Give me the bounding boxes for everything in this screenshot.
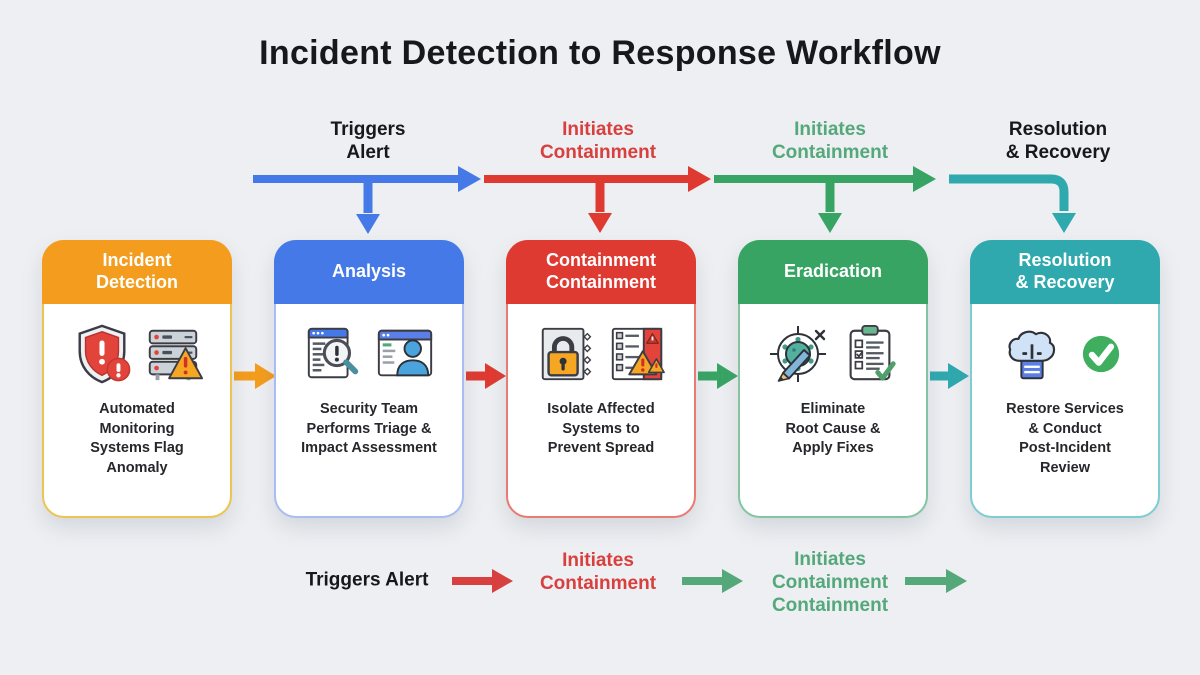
- bottom-flow-label-initiates-containment-red: Initiates Containment: [539, 549, 657, 594]
- stage-icons: [276, 320, 462, 388]
- arrow-initiates-containment-green: [714, 166, 936, 233]
- bottom-flow-label-initiates-containment-green: Initiates Containment Containment: [771, 549, 889, 617]
- stage-card-resolution-recovery: Resolution & Recovery Restore Services &…: [970, 240, 1160, 518]
- stage-icons: [972, 320, 1158, 388]
- page-title: Incident Detection to Response Workflow: [259, 34, 941, 72]
- arrow-bottom-containment-1: [682, 569, 743, 593]
- stage-description: Automated Monitoring Systems Flag Anomal…: [90, 401, 184, 476]
- stage-title: Incident Detection: [42, 240, 232, 304]
- stage-card-incident-detection: Incident Detection: [42, 240, 232, 518]
- check-circle-icon: [1082, 335, 1119, 373]
- arrow-stage-3-4: [698, 363, 738, 389]
- stage-icons: [508, 320, 694, 388]
- top-flow-label-initiates-containment-red: Initiates Containment: [539, 118, 657, 163]
- stage-description: Security Team Performs Triage & Impact A…: [301, 401, 437, 457]
- stage-title: Eradication: [738, 240, 928, 304]
- arrow-stage-2-3: [466, 363, 506, 389]
- alert-list-icon: [611, 327, 665, 381]
- top-flow-label-resolution-recovery: Resolution & Recovery: [1005, 118, 1111, 163]
- stage-icons: [740, 320, 926, 388]
- log-search-icon: [307, 327, 358, 379]
- checklist-icon: [849, 324, 896, 381]
- stage-description: Restore Services & Conduct Post-Incident…: [1006, 401, 1124, 476]
- stage-description: Eliminate Root Cause & Apply Fixes: [785, 401, 881, 457]
- stage-title: Resolution & Recovery: [970, 240, 1160, 304]
- shield-alert-icon: [78, 324, 130, 384]
- stage-title: Containment Containment: [506, 240, 696, 304]
- arrow-bottom-containment-2: [905, 569, 967, 593]
- arrow-bottom-triggers: [452, 569, 513, 593]
- server-warning-icon: [148, 329, 203, 381]
- bottom-flow-label-triggers-alert: Triggers Alert: [305, 569, 429, 591]
- arrow-triggers-alert: [253, 166, 481, 234]
- arrow-stage-4-5: [930, 363, 969, 389]
- cloud-restore-icon: [1008, 330, 1055, 380]
- user-report-icon: [377, 329, 432, 377]
- stage-icons: [44, 320, 230, 388]
- top-flow-label-triggers-alert: Triggers Alert: [330, 118, 406, 163]
- stage-description: Isolate Affected Systems to Prevent Spre…: [547, 401, 655, 457]
- arrow-stage-1-2: [234, 363, 276, 389]
- top-flow-label-initiates-containment-green: Initiates Containment: [771, 118, 889, 163]
- stage-card-containment: Containment Containment: [506, 240, 696, 518]
- arrow-resolution-recovery: [949, 174, 1076, 233]
- lock-document-icon: [541, 327, 591, 381]
- malware-target-icon: [769, 326, 826, 382]
- arrow-initiates-containment-red: [484, 166, 711, 233]
- stage-card-eradication: Eradication: [738, 240, 928, 518]
- stage-title: Analysis: [274, 240, 464, 304]
- stage-card-analysis: Analysis: [274, 240, 464, 518]
